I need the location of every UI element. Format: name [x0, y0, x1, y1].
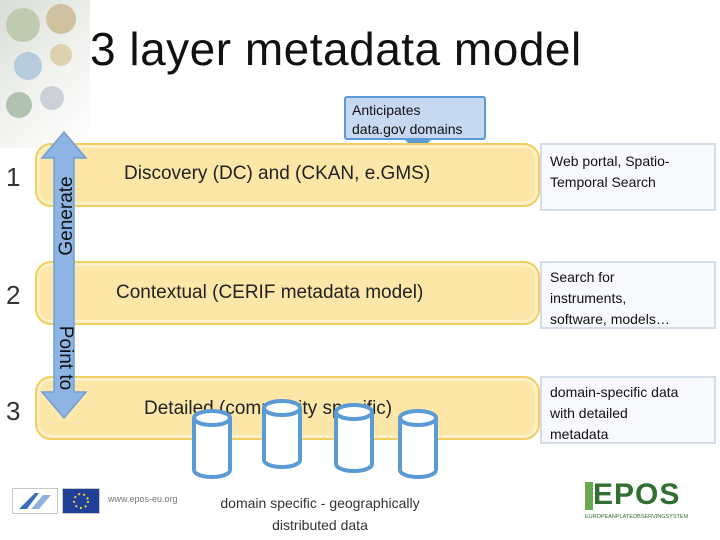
generate-label-wrap: Generate — [55, 168, 79, 264]
epos-logo-mark — [585, 482, 593, 510]
footnote-line-1: domain specific - geographically — [220, 495, 420, 511]
callout-box: Anticipates data.gov domains — [344, 96, 486, 140]
database-icon — [262, 399, 302, 469]
fp7-logo — [12, 488, 58, 514]
generate-label: Generate — [56, 176, 77, 256]
point-to-label: Point to — [55, 325, 76, 391]
layer-3-number: 3 — [6, 396, 21, 426]
side-note-3: domain-specific data with detailed metad… — [540, 376, 716, 444]
side-note-2: Search for instruments, software, models… — [540, 261, 716, 329]
layer-1-label: Discovery (DC) and (CKAN, e.GMS) — [124, 163, 431, 184]
database-icon — [334, 403, 374, 473]
side-note-1-line-2: Temporal Search — [550, 174, 656, 190]
footer-url: www.epos-eu.org — [108, 494, 178, 504]
page-title: 3 layer metadata model — [90, 23, 582, 75]
layer-2-label: Contextual (CERIF metadata model) — [116, 282, 424, 303]
side-note-2-line-2: instruments, — [550, 290, 627, 306]
epos-logo: EPOS EUROPEANPLATEOBSERVINGSYSTEM — [585, 478, 695, 528]
layer-2-number: 2 — [6, 280, 21, 310]
side-note-1-line-1: Web portal, Spatio- — [550, 153, 670, 169]
footnote: domain specific - geographically distrib… — [200, 492, 440, 536]
footnote-line-2: distributed data — [272, 517, 368, 533]
corner-image — [0, 0, 90, 148]
point-to-label-wrap: Point to — [53, 318, 77, 398]
double-arrow-icon — [40, 130, 88, 420]
side-note-2-line-3: software, models… — [550, 311, 670, 327]
layer-contextual — [35, 261, 540, 325]
epos-logo-text: EPOS — [593, 478, 681, 511]
database-group — [192, 399, 438, 479]
callout-line-1: Anticipates — [352, 102, 421, 118]
layer-discovery — [35, 143, 540, 207]
database-icon — [398, 409, 438, 479]
eu-flag-icon — [62, 488, 100, 514]
layer-1-number: 1 — [6, 162, 21, 192]
side-note-3-line-3: metadata — [550, 426, 609, 442]
database-icon — [192, 409, 232, 479]
side-note-3-line-1: domain-specific data — [550, 384, 679, 400]
side-note-3-line-2: with detailed — [550, 405, 628, 421]
callout-line-2: data.gov domains — [352, 121, 463, 137]
epos-tagline: EUROPEANPLATEOBSERVINGSYSTEM — [585, 514, 689, 520]
side-note-2-line-1: Search for — [550, 269, 615, 285]
side-note-1: Web portal, Spatio- Temporal Search — [540, 143, 716, 211]
